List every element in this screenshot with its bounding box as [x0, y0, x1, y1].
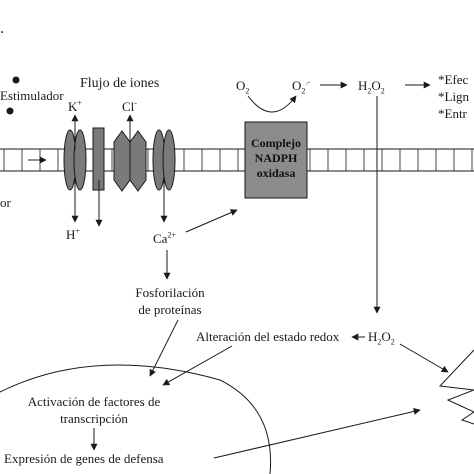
phospho-to-activation-arrow [149, 319, 179, 377]
stimulator-dot-1 [12, 76, 20, 84]
o2-to-superoxide-arrow [247, 95, 297, 113]
activacion-line-2: transcripción [60, 411, 128, 426]
superoxide-label: O2.- [292, 77, 311, 96]
effect-item-3: *Entr [438, 106, 467, 121]
receptor-label: or [0, 195, 11, 210]
effect-item-1: *Efec [438, 72, 469, 87]
fosforilacion-line-2: de proteínas [138, 302, 202, 317]
nadph-oxidase-box [244, 121, 308, 199]
ca-to-complex-arrow [185, 209, 238, 233]
nadph-oxidase-label: Complejo NADPH oxidasa [245, 136, 307, 181]
fosforilacion-line-1: Fosforilación [135, 285, 205, 300]
complejo-line-2: NADPH [254, 151, 298, 165]
alteracion-label: Alteración del estado redox [196, 329, 340, 344]
channel-ellipse-2 [73, 129, 87, 191]
channel-hexagon-1 [113, 130, 131, 192]
h-ion-label: H+ [66, 226, 80, 242]
channel-ellipse-4 [162, 129, 176, 191]
estimulador-label: Estimulador [0, 88, 64, 103]
h2o2-mid-label: H2O2 [368, 329, 395, 347]
ca-ion-label: Ca2+ [153, 230, 176, 246]
activacion-line-1: Activación de factores de [27, 394, 161, 409]
response-zigzag [438, 349, 474, 425]
k-ion-label: K+ [68, 98, 82, 114]
complejo-line-3: oxidasa [256, 166, 296, 180]
flujo-iones-label: Flujo de iones [80, 76, 160, 91]
o2-label: O2 [236, 78, 250, 96]
alteration-to-activation-arrow [162, 345, 233, 386]
expresion-label: Expresión de genes de defensa [4, 451, 164, 466]
ion-channels [63, 127, 176, 192]
nucleus-outline [0, 364, 272, 474]
complejo-line-1: Complejo [251, 136, 301, 150]
corner-mark: . [0, 20, 4, 37]
effect-item-2: *Lign [438, 89, 470, 104]
cl-ion-label: Cl- [122, 98, 137, 114]
stimulator-dot-2 [6, 107, 14, 115]
h2o2-top-label: H2O2 [358, 78, 385, 96]
h2o2-to-right-arrow [399, 343, 449, 373]
channel-hexagon-2 [129, 130, 147, 192]
expression-to-right-arrow [213, 408, 421, 459]
